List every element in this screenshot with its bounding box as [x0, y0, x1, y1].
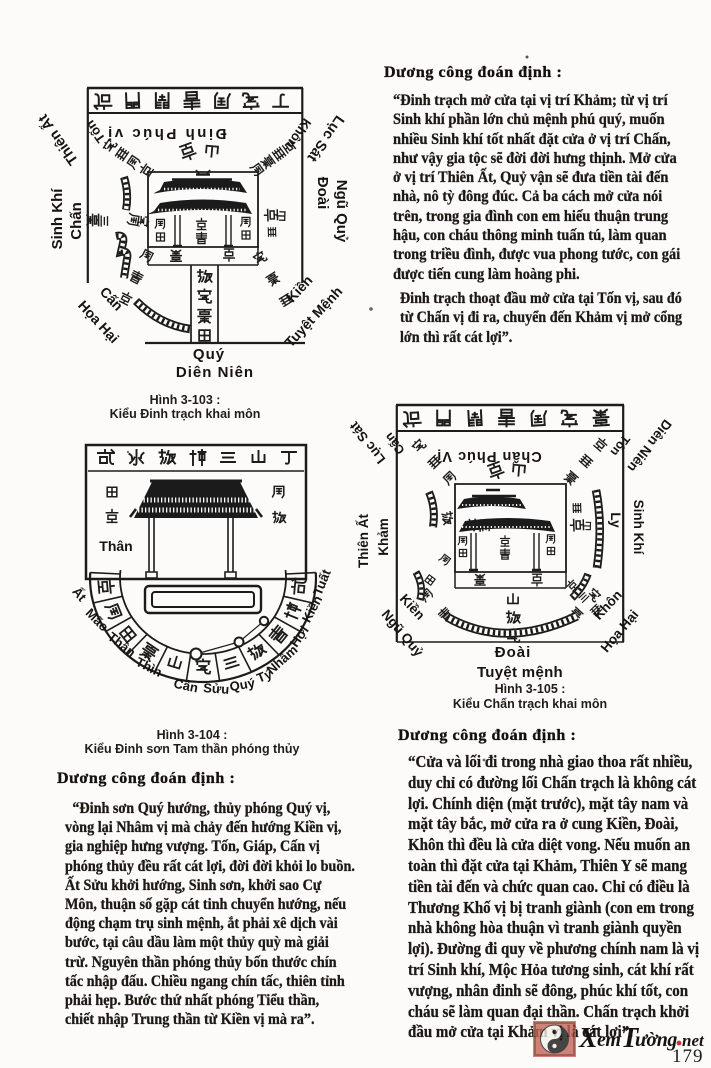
- svg-text:Sửu: Sửu: [203, 680, 230, 697]
- svg-text:Thân: Thân: [99, 538, 132, 554]
- svg-text:Ất: Ất: [69, 584, 90, 605]
- svg-text:Tốn: Tốn: [82, 117, 108, 145]
- svg-text:X: X: [578, 1023, 599, 1054]
- svg-text:Đoài: Đoài: [495, 644, 532, 661]
- svg-text:Cấn: Cấn: [172, 676, 199, 696]
- svg-text:Khôn: Khôn: [283, 116, 314, 152]
- svg-text:Thìn: Thìn: [133, 654, 164, 680]
- svg-text:Tốn: Tốn: [608, 432, 633, 459]
- svg-text:Sinh Khí: Sinh Khí: [49, 188, 66, 250]
- svg-text:Khảm: Khảm: [376, 518, 391, 556]
- svg-text:T: T: [621, 1023, 640, 1054]
- svg-text:Thiên Ất: Thiên Ất: [35, 111, 82, 168]
- svg-text:Ly: Ly: [608, 512, 623, 528]
- svg-text:Lục Sát: Lục Sát: [304, 112, 347, 164]
- svg-text:Đinh Phúc vị: Đinh Phúc vị: [106, 125, 227, 142]
- svg-text:Chấn: Chấn: [68, 202, 85, 240]
- svg-text:Sinh Khí: Sinh Khí: [631, 500, 646, 556]
- svg-text:Ngũ Quỷ: Ngũ Quỷ: [333, 180, 350, 243]
- svg-text:em: em: [597, 1029, 620, 1051]
- svg-text:Đoài: Đoài: [314, 177, 331, 210]
- svg-text:Cấn: Cấn: [97, 283, 127, 313]
- svg-text:Kiền: Kiền: [299, 593, 325, 625]
- svg-text:Diên Niên: Diên Niên: [176, 364, 254, 381]
- svg-text:Tuyệt mệnh: Tuyệt mệnh: [477, 664, 563, 681]
- svg-text:Quý: Quý: [228, 675, 256, 694]
- svg-text:net: net: [682, 1031, 705, 1050]
- svg-text:Chấn Phúc Vị: Chấn Phúc Vị: [436, 448, 541, 464]
- svg-text:Tuất: Tuất: [310, 567, 334, 598]
- svg-text:Lục Sát: Lục Sát: [346, 419, 388, 467]
- svg-text:Cấn: Cấn: [382, 430, 408, 457]
- svg-text:ường: ường: [635, 1029, 677, 1051]
- svg-text:Diên Niên: Diên Niên: [624, 417, 674, 475]
- svg-text:Tý: Tý: [254, 666, 274, 686]
- svg-text:Quý: Quý: [193, 346, 225, 363]
- svg-text:Thiên Ất: Thiên Ất: [356, 514, 371, 568]
